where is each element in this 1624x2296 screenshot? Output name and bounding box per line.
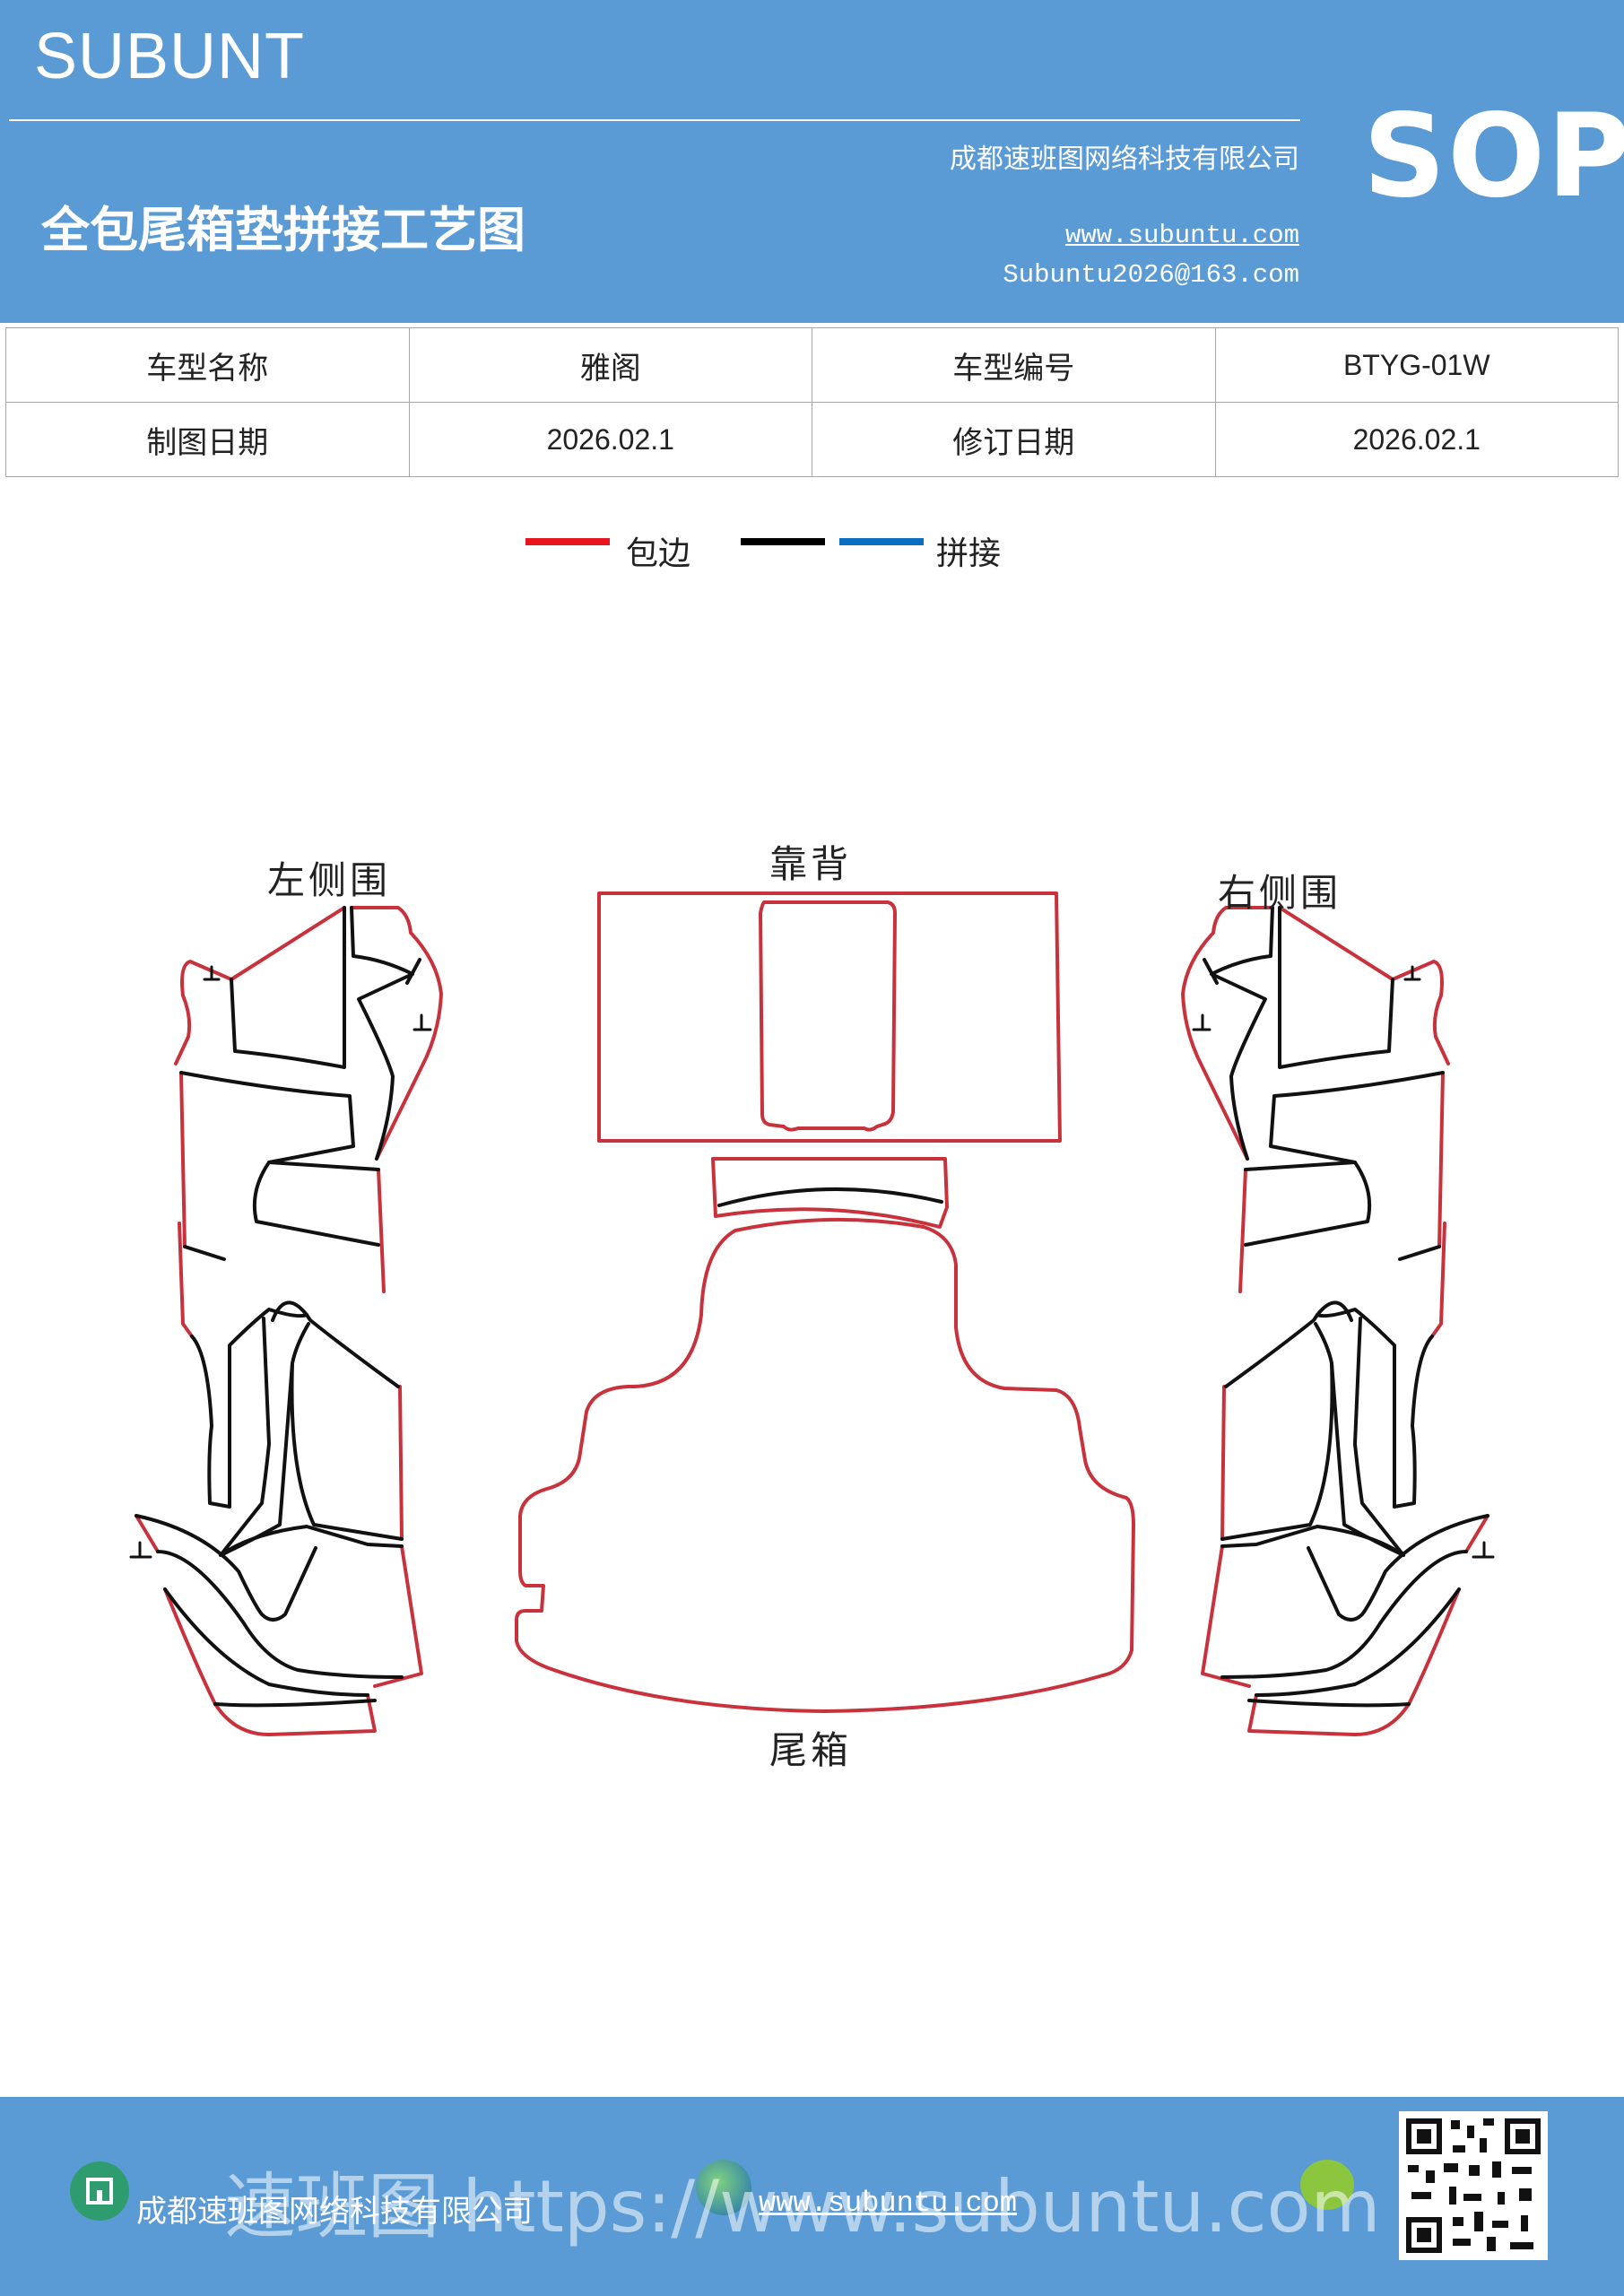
backrest-center-panel — [759, 900, 897, 1132]
left-side-label: 左侧围 — [267, 858, 392, 902]
strip-outline — [711, 1157, 949, 1229]
left-stop-markers — [129, 965, 432, 1559]
globe-icon — [696, 2160, 751, 2215]
legend-edge-label: 包边 — [626, 535, 691, 572]
qr-code — [1399, 2111, 1548, 2260]
legend-seam-swatch — [741, 538, 825, 545]
footer-watermark: 速班图 https://www.subuntu.com — [224, 2165, 1381, 2248]
footer-company-name: 成都速班图网络科技有限公司 — [136, 2194, 533, 2230]
backrest-outline — [597, 891, 1062, 1143]
right-side-group — [1181, 906, 1495, 1736]
table-row: 制图日期 2026.02.1 修订日期 2026.02.1 — [5, 402, 1619, 477]
header-divider — [9, 119, 1300, 121]
backrest-label: 靠背 — [769, 842, 853, 886]
company-name: 成都速班图网络科技有限公司 — [950, 144, 1299, 175]
model-code-value: BTYG-01W — [1214, 327, 1619, 403]
website-link[interactable]: www.subuntu.com — [1064, 221, 1299, 250]
legend-splice-label: 拼接 — [936, 535, 1002, 572]
model-name-label: 车型名称 — [5, 327, 410, 403]
revision-date-label: 修订日期 — [812, 402, 1216, 477]
footer-website-link[interactable]: www.subuntu.com — [759, 2187, 1018, 2220]
legend-edge-swatch — [525, 538, 610, 545]
document-title: 全包尾箱垫拼接工艺图 — [41, 202, 525, 258]
revision-date-value: 2026.02.1 — [1214, 402, 1619, 477]
left-side-seams — [135, 906, 421, 1708]
header-banner: SUBUNT 全包尾箱垫拼接工艺图 成都速班图网络科技有限公司 www.subu… — [0, 0, 1624, 323]
legend-splice-swatch — [839, 538, 924, 545]
model-name-value: 雅阁 — [408, 327, 812, 403]
sop-badge: SOP — [1363, 90, 1624, 223]
wechat-icon — [1300, 2160, 1354, 2210]
vehicle-info-table: 车型名称 雅阁 车型编号 BTYG-01W 制图日期 2026.02.1 修订日… — [5, 327, 1619, 477]
building-icon — [70, 2161, 129, 2221]
footer-banner: 成都速班图网络科技有限公司 www.subuntu.com 速班图 https:… — [0, 2097, 1624, 2296]
model-code-label: 车型编号 — [812, 327, 1216, 403]
legend: 包边 拼接 — [0, 520, 1624, 574]
table-row: 车型名称 雅阁 车型编号 BTYG-01W — [5, 327, 1619, 403]
trunk-label: 尾箱 — [769, 1728, 853, 1772]
right-side-label: 右侧围 — [1218, 871, 1342, 915]
strip-seam — [717, 1187, 943, 1207]
contact-email[interactable]: Subuntu2026@163.com — [1003, 260, 1299, 290]
left-side-edges — [135, 906, 443, 1736]
trunk-floor-outline — [515, 1217, 1135, 1713]
draw-date-label: 制图日期 — [5, 402, 410, 477]
brand-logo-text: SUBUNT — [34, 21, 306, 92]
draw-date-value: 2026.02.1 — [408, 402, 812, 477]
